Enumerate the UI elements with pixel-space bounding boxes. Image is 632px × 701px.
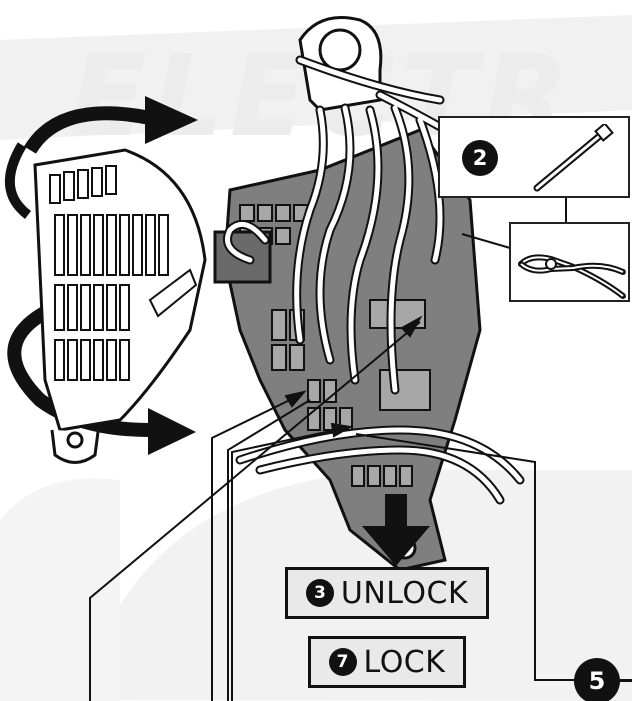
- unlock-text: UNLOCK: [341, 576, 468, 611]
- step-7-badge: 7: [329, 648, 357, 676]
- callout-5-badge: 5: [574, 658, 620, 701]
- lock-text: LOCK: [364, 645, 446, 680]
- fuse-box-cover: [35, 150, 205, 463]
- unlock-step-label: 3 UNLOCK: [285, 567, 489, 619]
- cable-tie-icon: [532, 124, 622, 194]
- lock-step-label: 7 LOCK: [308, 636, 466, 688]
- tools-inset-cable-tie: 2: [438, 116, 630, 198]
- step-2-badge: 2: [462, 140, 498, 176]
- tools-inset-side-cutter: [509, 222, 630, 302]
- side-cutter-pliers-icon: [511, 224, 628, 300]
- step-3-badge: 3: [306, 579, 334, 607]
- callout-5-tail: [620, 679, 632, 682]
